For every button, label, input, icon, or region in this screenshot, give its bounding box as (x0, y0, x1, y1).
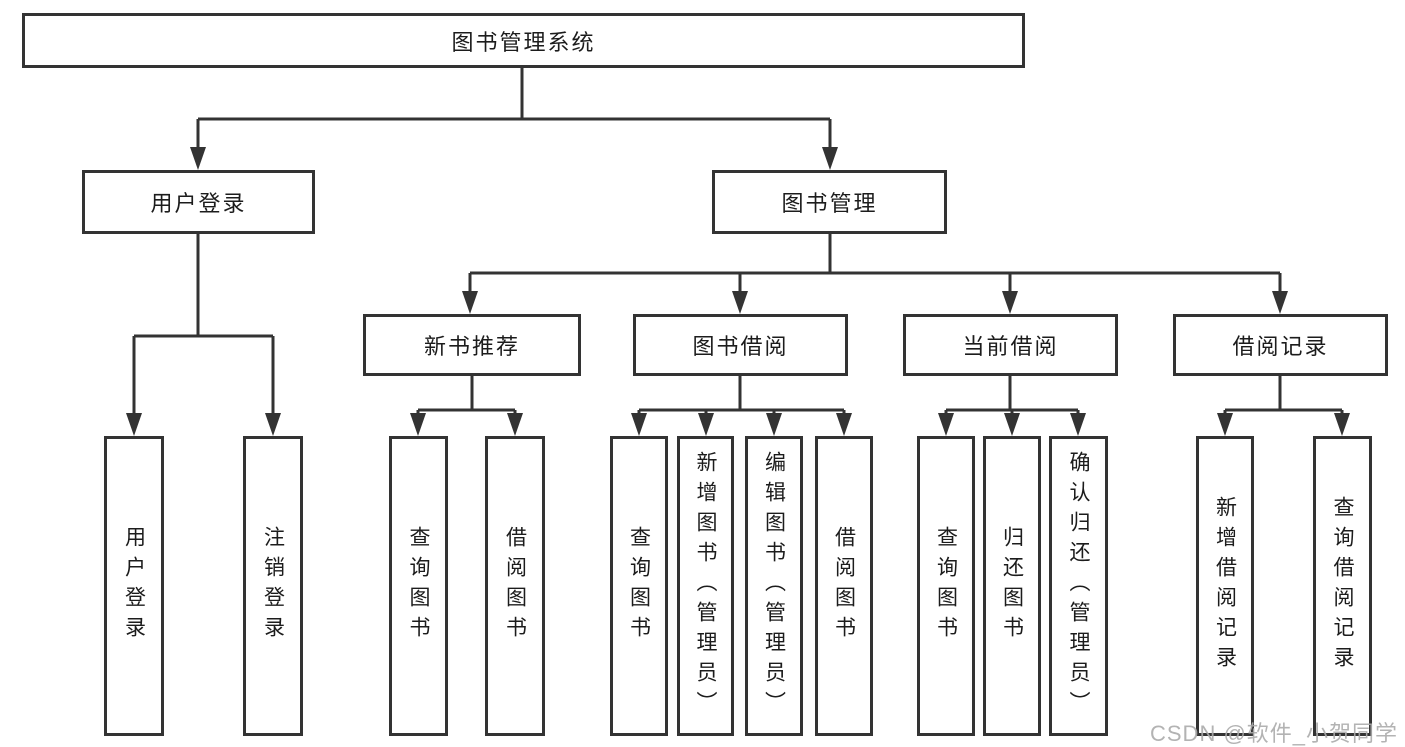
node-label: 新增借阅记录 (1213, 496, 1237, 676)
node-label: 查询借阅记录 (1331, 496, 1354, 676)
node-label: 借阅记录 (1232, 334, 1329, 359)
node-label: 借阅图书 (503, 526, 527, 646)
node-return-books: 归还图书 (983, 436, 1041, 736)
node-current-borrow: 当前借阅 (903, 314, 1118, 376)
node-label: 当前借阅 (962, 334, 1059, 359)
node-logout-leaf: 注销登录 (243, 436, 303, 736)
node-add-books-admin: 新增图书（管理员） (677, 436, 734, 736)
node-add-borrow-record: 新增借阅记录 (1196, 436, 1254, 736)
node-book-management: 图书管理 (712, 170, 947, 234)
node-query-books-3: 查询图书 (917, 436, 975, 736)
node-library-management-system: 图书管理系统 (22, 13, 1025, 68)
node-label: 查询图书 (627, 526, 651, 646)
node-label: 用户登录 (150, 191, 247, 216)
node-edit-books-admin: 编辑图书（管理员） (745, 436, 803, 736)
node-borrow-books-1: 借阅图书 (485, 436, 545, 736)
node-label: 确认归还（管理员） (1067, 451, 1090, 721)
node-borrow-records: 借阅记录 (1173, 314, 1388, 376)
arrowhead-icons (126, 147, 1350, 436)
node-query-books-2: 查询图书 (610, 436, 668, 736)
node-confirm-return-admin: 确认归还（管理员） (1049, 436, 1108, 736)
node-label: 查询图书 (934, 526, 958, 646)
node-label: 编辑图书（管理员） (762, 451, 786, 721)
node-label: 借阅图书 (832, 526, 856, 646)
csdn-watermark: CSDN @软件_小贺同学 (1150, 721, 1399, 746)
node-label: 图书管理 (781, 191, 878, 216)
node-user-login: 用户登录 (82, 170, 315, 234)
node-label: 新书推荐 (423, 334, 520, 359)
node-borrow-books-2: 借阅图书 (815, 436, 873, 736)
node-label: 图书借阅 (692, 334, 789, 359)
node-book-borrow: 图书借阅 (633, 314, 848, 376)
node-new-book-recommend: 新书推荐 (363, 314, 581, 376)
node-query-books-1: 查询图书 (389, 436, 448, 736)
node-label: 图书管理系统 (451, 29, 596, 55)
node-user-login-leaf: 用户登录 (104, 436, 164, 736)
node-label: 新增图书（管理员） (694, 451, 717, 721)
node-query-borrow-record: 查询借阅记录 (1313, 436, 1372, 736)
node-label: 归还图书 (1000, 526, 1024, 646)
node-label: 查询图书 (407, 526, 430, 646)
node-label: 注销登录 (261, 526, 285, 646)
node-label: 用户登录 (122, 526, 146, 646)
